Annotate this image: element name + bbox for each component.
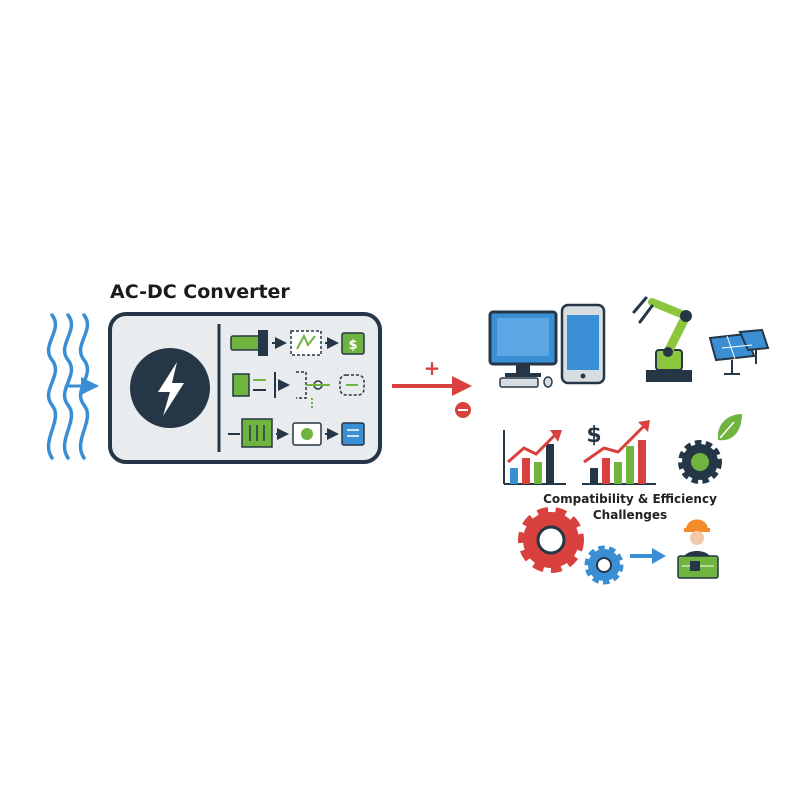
blue-gear-icon [584, 545, 624, 585]
circuit-row-1: $ [230, 330, 365, 356]
circuit-row-2 [232, 371, 365, 410]
smartphone-icon [560, 303, 606, 385]
plus-sign: + [424, 356, 441, 380]
minus-sign-icon [455, 402, 471, 418]
cost-chart-icon: $ [582, 420, 656, 485]
circuit-row-3 [228, 418, 365, 448]
converter-box: $ [108, 312, 382, 464]
caption-line-2: Challenges [592, 508, 668, 522]
diagram-title: AC-DC Converter [110, 281, 290, 303]
lightning-bolt-icon [130, 348, 210, 428]
dollar-sign: $ [586, 423, 601, 448]
ac-wave-icon [46, 313, 99, 460]
red-gear-icon [518, 507, 584, 573]
process-arrow-icon [630, 548, 666, 564]
caption-line-1: Compatibility & Efficiency [543, 492, 717, 506]
robotic-arm-icon [632, 296, 692, 382]
eco-gear-icon [678, 414, 742, 484]
solar-panel-icon [708, 328, 770, 375]
desktop-computer-icon [488, 310, 558, 388]
engineer-icon [677, 519, 719, 579]
dc-output-arrow-icon: + [392, 356, 472, 418]
dollar-glyph: $ [348, 338, 357, 353]
growth-chart-icon [503, 430, 566, 485]
challenges-caption: Compatibility & Efficiency Challenges [540, 491, 720, 523]
